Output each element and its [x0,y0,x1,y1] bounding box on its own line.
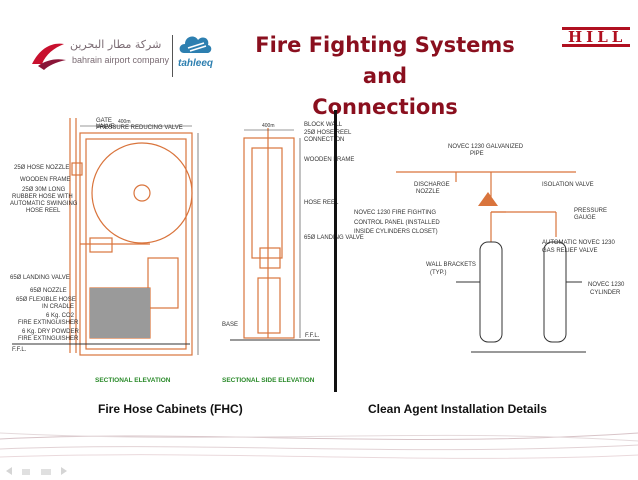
label-hose-reel: HOSE REEL [304,200,339,206]
label-rubber-hose-2: RUBBER HOSE WITH [12,194,73,200]
label-novec-cylinder-2: CYLINDER [590,290,621,296]
fhc-cradle-fill [90,288,150,338]
fhc-front-elevation [69,118,193,356]
clean-agent-cylinders [456,241,582,343]
section-side-title: SECTIONAL SIDE ELEVATION [222,377,315,384]
label-gauge: GAUGE [574,215,596,221]
slide-title-line-1: Fire Fighting Systems and [255,33,515,88]
label-fire-extinguisher-2: FIRE EXTINGUISHER [18,336,79,342]
label-co2: 6 Kg. CO2 [46,313,75,319]
menu-icon[interactable] [40,469,51,475]
label-galvanized-pipe-2: PIPE [470,151,484,157]
label-gate-valve: GATE VALVE [96,118,115,130]
label-isolation-valve: ISOLATION VALVE [542,182,594,188]
label-control-panel-3: INSIDE CYLINDERS CLOSET) [354,229,438,235]
caption-clean-agent: Clean Agent Installation Details [368,402,547,416]
section-front-title: SECTIONAL ELEVATION [95,377,171,384]
label-side-wooden-frame: WOODEN FRAME [304,157,355,163]
label-relief-valve-1: AUTOMATIC NOVEC 1230 [542,240,615,246]
label-ffl-front: F.F.L. [12,347,27,353]
next-slide-icon[interactable] [61,467,68,475]
label-control-panel-2: CONTROL PANEL (INSTALLED [354,220,440,226]
bahrain-arabic-name: شركة مطار البحرين [70,38,162,51]
label-in-cradle: IN CRADLE [42,304,75,310]
label-discharge: DISCHARGE [414,182,450,188]
label-landing-valve: 65Ø LANDING VALVE [10,275,70,281]
pen-icon[interactable] [22,469,31,475]
logo-divider [172,35,173,77]
fhc-drawing: 400m 400m [12,118,320,356]
drawing-divider [334,110,337,392]
prev-slide-icon[interactable] [6,467,12,475]
label-nozzle: 65Ø NOZZLE [30,288,67,294]
fhc-front-labels: GATE VALVE PRESSURE REDUCING VALVE 25Ø H… [10,118,183,368]
clean-agent-labels: NOVEC 1230 GALVANIZED PIPE DISCHARGE NOZ… [346,112,626,382]
clean-agent-drawing [396,171,586,353]
label-ffl-side: F.F.L. [305,333,320,339]
slide-nav-controls[interactable] [6,462,73,480]
label-pressure: PRESSURE [574,208,608,214]
label-galvanized-pipe-1: NOVEC 1230 GALVANIZED [448,144,524,150]
clean-agent-piping [396,171,576,242]
label-hose-reel-connection-1: 25Ø HOSE REEL [304,130,352,136]
label-base: BASE [222,322,239,328]
discharge-nozzle-icon [478,192,498,206]
label-rubber-hose-3: AUTOMATIC SWINGING [10,201,78,207]
label-control-panel-1: NOVEC 1230 FIRE FIGHTING [354,210,437,216]
label-rubber-hose-4: HOSE REEL [26,208,61,214]
fhc-side-dimension: 400m [262,123,275,129]
hill-logo: HILL [562,27,630,47]
label-pressure-reducing-valve: PRESSURE REDUCING VALVE [96,125,183,131]
label-block-wall: BLOCK WALL [304,122,343,128]
bahrain-airport-bird-icon [32,43,66,70]
label-hose-reel-connection-2: CONNECTION [304,137,345,143]
label-wooden-frame: WOODEN FRAME [20,177,71,183]
label-discharge-nozzle: NOZZLE [416,189,440,195]
label-flexible-hose: 65Ø FLEXIBLE HOSE [16,297,76,303]
fhc-front-dimension: 400m [118,119,131,125]
slide-title: Fire Fighting Systems and Connections [232,30,538,123]
label-novec-cylinder-1: NOVEC 1230 [588,282,625,288]
hill-logo-mark [562,27,630,47]
label-wall-brackets: WALL BRACKETS [426,262,476,268]
bahrain-airport-logo [28,34,168,74]
tahleeq-cloud-icon [179,36,212,53]
bahrain-english-name: bahrain airport company [72,55,170,65]
label-side-landing-valve: 65Ø LANDING VALVE [304,235,364,241]
label-typ: (TYP.) [430,270,447,276]
fhc-side-labels: BLOCK WALL 25Ø HOSE REEL CONNECTION WOOD… [300,122,364,362]
label-dry-powder: 6 Kg. DRY POWDER [22,329,79,335]
caption-fire-hose-cabinets: Fire Hose Cabinets (FHC) [98,402,243,416]
label-hose-nozzle: 25Ø HOSE NOZZLE [14,165,70,171]
label-fire-extinguisher-1: FIRE EXTINGUISHER [18,320,79,326]
fhc-side-elevation [243,128,295,339]
footer-decoration [0,432,638,459]
label-relief-valve-2: GAS RELIEF VALVE [542,248,598,254]
label-rubber-hose-1: 25Ø 30M LONG [22,187,66,193]
tahleeq-name: tahleeq [178,58,214,69]
hill-logo-text: HILL [568,28,627,46]
